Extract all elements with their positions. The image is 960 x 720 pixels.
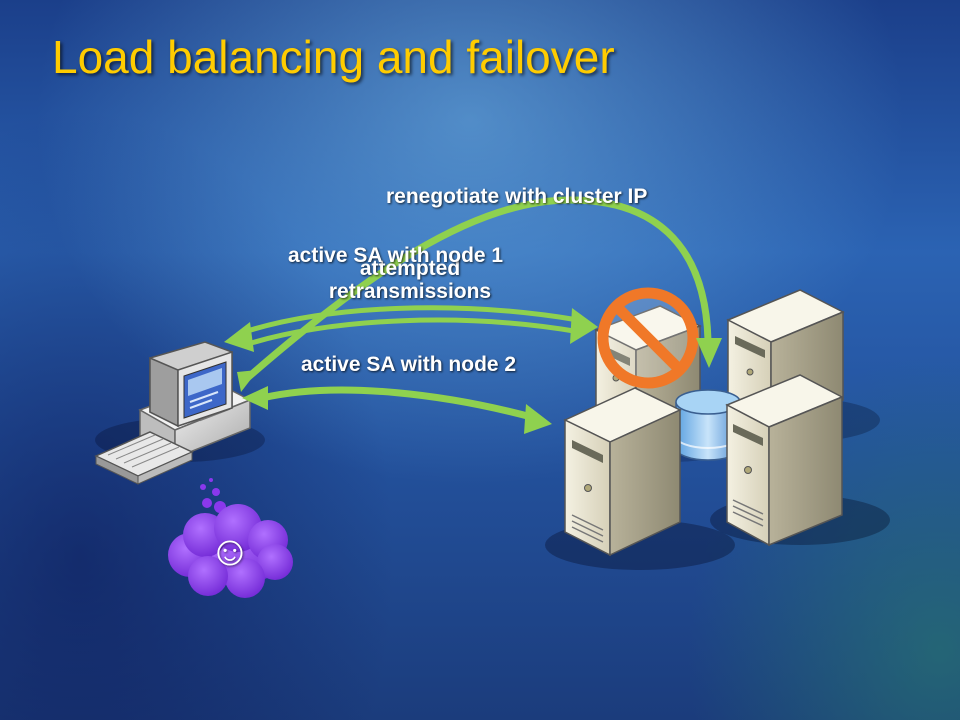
arrowhead-retransmissions-start [224,322,254,352]
arrowhead-node2-start [242,386,268,410]
no-entry-icon [597,287,699,389]
label-attempted-retransmissions: attempted retransmissions [328,257,492,304]
label-active-sa-node2: active SA with node 2 [301,353,517,376]
smiley-icon: ☺ [208,527,252,574]
server-icon [545,387,735,570]
arrowhead-renegotiate [696,338,722,368]
arrow-active-sa-node2 [258,386,539,422]
arrowhead-node2 [524,404,552,434]
slide-title: Load balancing and failover [52,31,615,83]
server-icon [710,374,890,547]
arrow-renegotiate [241,196,712,384]
arrowhead-renegotiate-start [237,370,258,392]
arrowhead-retransmissions [570,308,598,344]
thought-cloud-icon [168,478,293,598]
arrow-retransmissions [241,305,583,347]
label-renegotiate: renegotiate with cluster IP [386,185,648,208]
label-active-sa-node1: active SA with node 1 [288,244,504,267]
client-computer-icon [94,341,265,485]
